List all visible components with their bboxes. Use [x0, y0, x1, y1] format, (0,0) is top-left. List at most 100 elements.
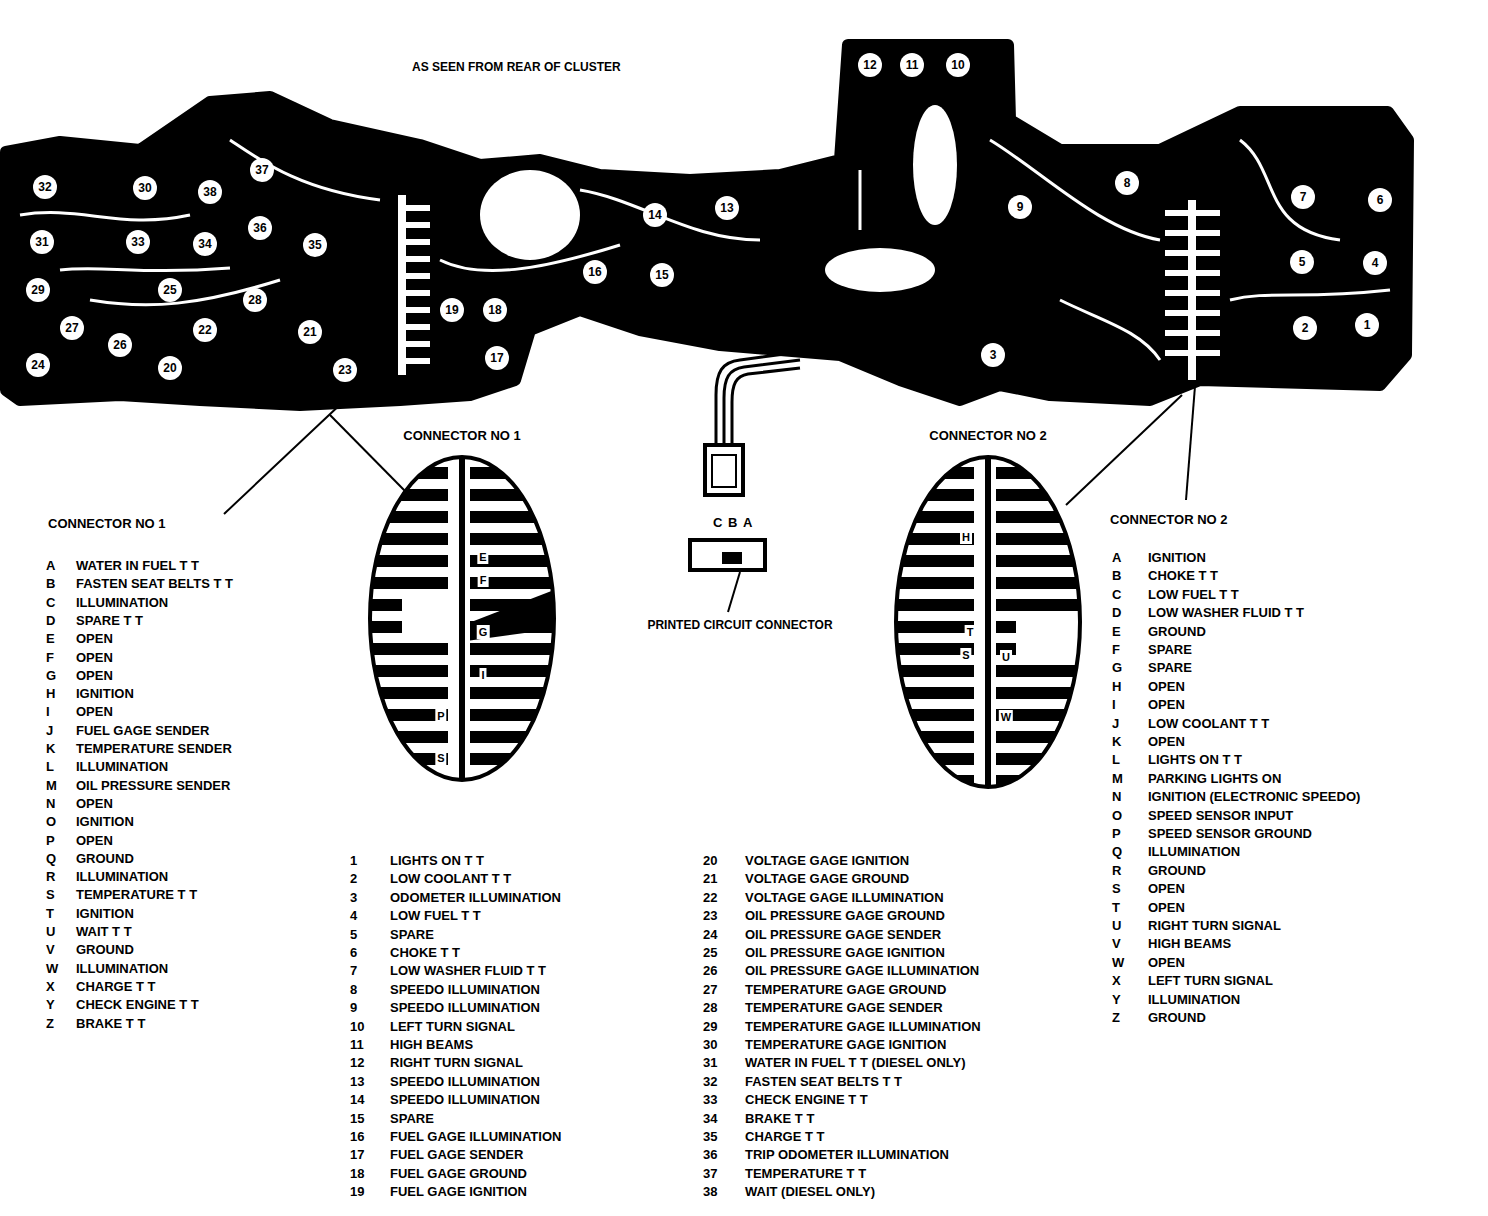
circuit-number: 35 [703, 1129, 717, 1144]
connector-note: PRINTED CIRCUIT CONNECTOR [640, 618, 840, 633]
callout-number: 9 [1017, 200, 1024, 214]
callout-number: 25 [163, 283, 176, 297]
pin-function: OPEN [1148, 955, 1185, 970]
pin-function: CHOKE T T [1148, 568, 1218, 583]
pin-letter: H [960, 530, 972, 544]
pin-letter: E [477, 550, 488, 564]
circuit-function: FUEL GAGE SENDER [390, 1147, 523, 1162]
pin-function: CHARGE T T [76, 979, 155, 994]
circuit-function: VOLTAGE GAGE GROUND [745, 871, 909, 886]
circuit-function: OIL PRESSURE GAGE ILLUMINATION [745, 963, 979, 978]
callout-pad [198, 180, 222, 204]
callout-pad [440, 298, 464, 322]
pin-letter: S [435, 751, 446, 765]
circuit-number: 3 [350, 890, 357, 905]
callout-number: 19 [445, 303, 458, 317]
circuit-function: WAIT (DIESEL ONLY) [745, 1184, 875, 1199]
callout-number: 20 [163, 361, 176, 375]
circuit-number: 10 [350, 1019, 364, 1034]
board-cutout [480, 170, 580, 260]
pin-function: RIGHT TURN SIGNAL [1148, 918, 1281, 933]
circuit-number: 20 [703, 853, 717, 868]
callout-number: 5 [1299, 255, 1306, 269]
pin-letter: G [477, 625, 490, 639]
callout-number: 2 [1302, 321, 1309, 335]
pin-function: OPEN [76, 833, 113, 848]
pin-letter: C [46, 595, 55, 610]
circuit-number: 28 [703, 1000, 717, 1015]
callout-number: 14 [648, 208, 661, 222]
circuit-number: 17 [350, 1147, 364, 1162]
circuit-number: 23 [703, 908, 717, 923]
callout-pad [108, 333, 132, 357]
circuit-number: 37 [703, 1166, 717, 1181]
circuit-function: FUEL GAGE IGNITION [390, 1184, 527, 1199]
pin-letter: L [46, 759, 54, 774]
pin-function: OPEN [1148, 900, 1185, 915]
callout-pad [30, 230, 54, 254]
pin-function: IGNITION [1148, 550, 1206, 565]
callout-pad [1115, 171, 1139, 195]
terminal-letter: A [743, 515, 752, 530]
circuit-function: HIGH BEAMS [390, 1037, 473, 1052]
callout-pad [1368, 188, 1392, 212]
wire-plug [712, 455, 736, 487]
pin-letter: F [1112, 642, 1120, 657]
callout-number: 33 [131, 235, 144, 249]
pin-letter: G [46, 668, 56, 683]
callout-pad [643, 203, 667, 227]
callout-number: 13 [720, 201, 733, 215]
callout-number: 36 [253, 221, 266, 235]
circuit-function: TEMPERATURE GAGE ILLUMINATION [745, 1019, 981, 1034]
circuit-number: 21 [703, 871, 717, 886]
pin-letter: F [46, 650, 54, 665]
pin-letter: N [1112, 789, 1121, 804]
callout-pad [715, 196, 739, 220]
pin-letter: Z [46, 1016, 54, 1031]
callout-number: 27 [65, 321, 78, 335]
circuit-function: TRIP ODOMETER ILLUMINATION [745, 1147, 949, 1162]
pin-function: OPEN [76, 796, 113, 811]
connector-pinout: CONNECTOR NO 2 [892, 428, 1084, 790]
callout-number: 10 [951, 58, 964, 72]
circuit-function: FUEL GAGE ILLUMINATION [390, 1129, 561, 1144]
pin-letter: N [46, 796, 55, 811]
connector-oval [366, 428, 558, 783]
connector-oval [892, 428, 1084, 790]
pin-letter: S [960, 648, 971, 662]
circuit-number: 34 [703, 1111, 717, 1126]
pin-function: ILLUMINATION [76, 595, 168, 610]
circuit-function: ODOMETER ILLUMINATION [390, 890, 561, 905]
circuit-function: VOLTAGE GAGE ILLUMINATION [745, 890, 944, 905]
circuit-function: SPEEDO ILLUMINATION [390, 1000, 540, 1015]
pin-function: OPEN [1148, 697, 1185, 712]
pin-letter: Z [1112, 1010, 1120, 1025]
pin-letter: U [1000, 650, 1012, 664]
circuit-number: 14 [350, 1092, 364, 1107]
pin-letter: L [1112, 752, 1120, 767]
pin-letter: E [1112, 624, 1121, 639]
circuit-number: 6 [350, 945, 357, 960]
callout-pad [193, 232, 217, 256]
callout-number: 31 [35, 235, 48, 249]
circuit-function: TEMPERATURE GAGE SENDER [745, 1000, 943, 1015]
callout-number: 4 [1372, 256, 1379, 270]
circuit-function: FASTEN SEAT BELTS T T [745, 1074, 902, 1089]
circuit-number: 16 [350, 1129, 364, 1144]
circuit-number: 38 [703, 1184, 717, 1199]
callout-pad [26, 278, 50, 302]
pin-letter: B [1112, 568, 1121, 583]
callout-pad [1293, 316, 1317, 340]
callout-pad [303, 233, 327, 257]
pin-function: OPEN [1148, 734, 1185, 749]
pin-letter: V [1112, 936, 1121, 951]
pin-function: TEMPERATURE T T [76, 887, 197, 902]
circuit-function: TEMPERATURE GAGE IGNITION [745, 1037, 946, 1052]
callout-number: 24 [31, 358, 44, 372]
circuit-number: 32 [703, 1074, 717, 1089]
pin-function: LOW FUEL T T [1148, 587, 1239, 602]
circuit-number: 30 [703, 1037, 717, 1052]
callout-pad [1290, 250, 1314, 274]
pin-letter: Y [1112, 992, 1121, 1007]
callout-number: 37 [255, 163, 268, 177]
